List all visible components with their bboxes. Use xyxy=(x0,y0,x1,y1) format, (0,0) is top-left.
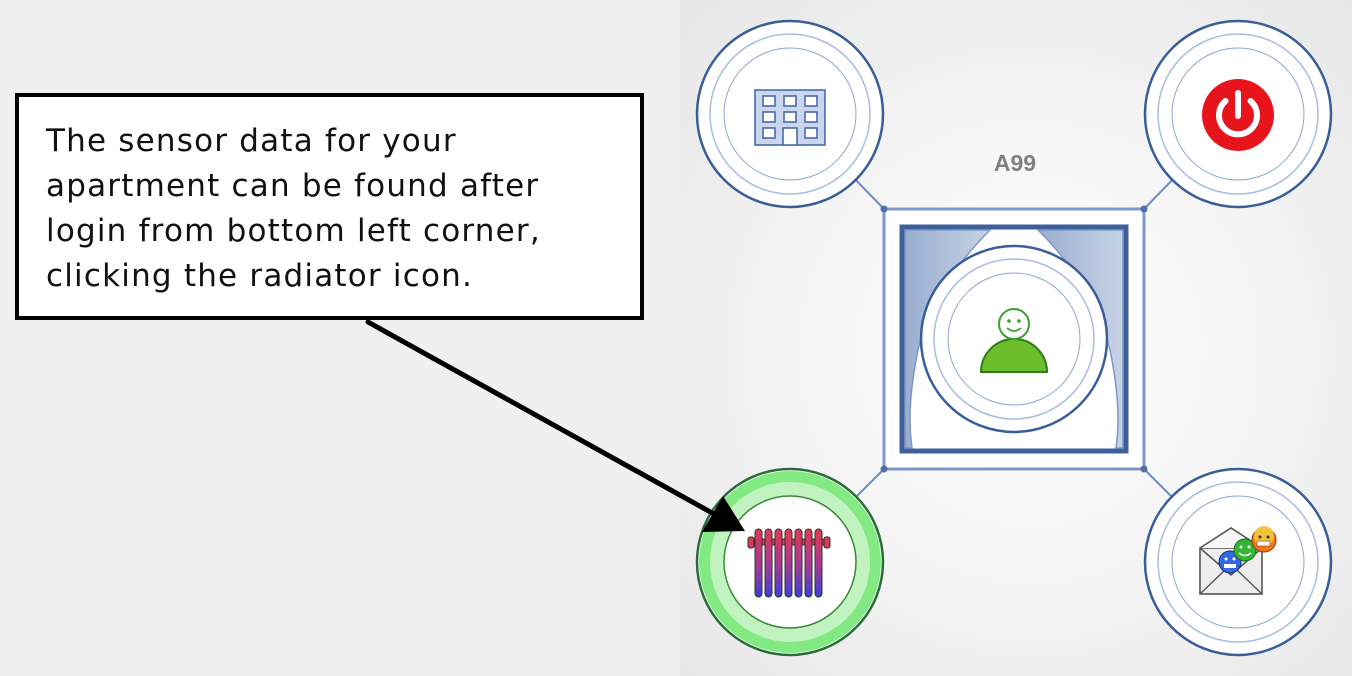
power-icon xyxy=(1202,79,1274,151)
messages-button[interactable] xyxy=(1143,467,1333,657)
tutorial-callout: The sensor data for your apartment can b… xyxy=(15,93,644,320)
power-button[interactable] xyxy=(1143,19,1333,209)
building-icon xyxy=(754,89,826,146)
callout-arrow xyxy=(365,319,745,532)
user-button[interactable] xyxy=(919,244,1109,434)
user-icon xyxy=(979,308,1049,373)
apartment-label: A99 xyxy=(993,150,1037,176)
building-button[interactable] xyxy=(695,19,885,209)
envelope-smileys-icon xyxy=(1199,526,1277,595)
callout-text: The sensor data for your apartment can b… xyxy=(46,123,541,294)
radiator-button[interactable] xyxy=(695,467,885,657)
radiator-icon xyxy=(747,528,831,598)
